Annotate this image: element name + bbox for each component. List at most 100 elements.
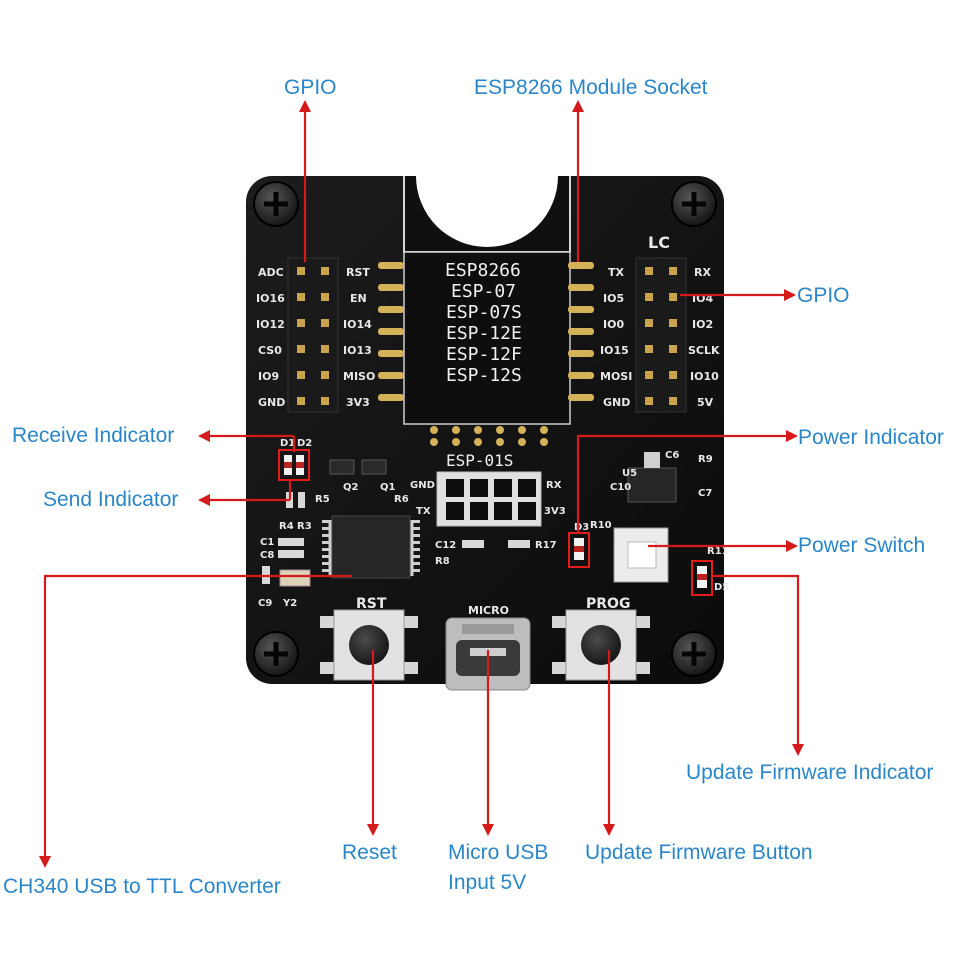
component-label: C9 (258, 598, 272, 609)
component-label: U5 (622, 468, 637, 479)
crystal (279, 569, 311, 587)
component-label: D3 (574, 522, 589, 533)
power-indicator-label: Power Indicator (798, 426, 944, 449)
socket-pins-right (568, 262, 594, 401)
right-header-inner-label: GND (603, 396, 630, 409)
usb-label: MICRO (468, 604, 509, 617)
module-socket (403, 176, 571, 425)
right-header-outer-label: RX (694, 266, 711, 279)
rx-tx-leds (284, 455, 304, 475)
micro-usb-label-line1: Micro USB (448, 841, 549, 864)
component-label: R6 (394, 494, 409, 505)
module-name: ESP-12E (446, 323, 522, 344)
component-label: R11 (707, 546, 729, 557)
board-logo: LC (648, 233, 670, 252)
esp01s-pin-label: 3V3 (544, 506, 566, 517)
component-label: C6 (665, 450, 679, 461)
component-label: C8 (260, 550, 274, 561)
component-label: D1 (280, 438, 295, 449)
power-switch-label: Power Switch (798, 534, 926, 557)
right-header-inner-label: IO5 (603, 292, 624, 305)
right-header-inner-label: IO15 (600, 344, 629, 357)
component-label: Q2 (343, 482, 359, 493)
right-header-outer-label: IO2 (692, 318, 713, 331)
component-label: R4 (279, 521, 294, 532)
module-name: ESP-07 (451, 281, 516, 302)
left-header-outer-label: IO16 (256, 292, 285, 305)
left-header-outer-label: CS0 (258, 344, 282, 357)
update-button-label: Update Firmware Button (585, 841, 813, 864)
screw-icon (671, 631, 717, 677)
left-header-outer-label: ADC (258, 266, 284, 279)
screw-icon (253, 181, 299, 227)
left-header-inner-label: IO13 (343, 344, 372, 357)
passives (462, 540, 530, 548)
esp01s-pin-label: GND (410, 480, 435, 491)
left-header-inner-label: MISO (343, 370, 375, 383)
rst-button[interactable] (320, 609, 418, 681)
component-label: R17 (535, 540, 557, 551)
component-label: C10 (610, 482, 631, 493)
left-header-inner-label: 3V3 (346, 396, 370, 409)
left-header-outer-label: IO9 (258, 370, 279, 383)
component-label: C1 (260, 537, 274, 548)
component-label: D5 (714, 582, 729, 593)
component-label: C7 (698, 488, 712, 499)
receive-indicator-label: Receive Indicator (12, 424, 175, 447)
component-label: C12 (435, 540, 456, 551)
esp01s-title: ESP-01S (446, 451, 513, 470)
esp01s-pin-label: TX (416, 506, 431, 517)
module-name: ESP8266 (445, 260, 521, 281)
ch340-chip (322, 515, 420, 579)
component-label: R8 (435, 556, 450, 567)
screw-icon (671, 181, 717, 227)
transistors (329, 459, 387, 475)
rst-button-label: RST (356, 596, 387, 612)
component-label: R9 (698, 454, 713, 465)
left-header-outer-label: GND (258, 396, 285, 409)
screw-icon (253, 631, 299, 677)
module-name: ESP-07S (446, 302, 522, 323)
component-label: R5 (315, 494, 330, 505)
left-header-outer-label: IO12 (256, 318, 285, 331)
micro-usb-label-line2: Input 5V (448, 871, 527, 894)
prog-button-label: PROG (586, 596, 630, 612)
right-header-inner-label: MOSI (600, 370, 632, 383)
regulator (627, 452, 677, 503)
esp01s-socket (436, 471, 542, 527)
component-label: R3 (297, 521, 312, 532)
callout-arrows (39, 100, 804, 868)
component-label: D2 (297, 438, 312, 449)
module-socket-label: ESP8266 Module Socket (474, 76, 708, 99)
right-header-outer-label: 5V (697, 396, 714, 409)
right-gpio-header (635, 257, 687, 413)
reset-label: Reset (342, 841, 397, 864)
update-led-highlight (691, 560, 713, 596)
right-header-inner-label: IO0 (603, 318, 624, 331)
power-led (574, 538, 584, 560)
left-header-inner-label: RST (346, 266, 370, 279)
left-gpio-header (287, 257, 339, 413)
gpio-left-label: GPIO (284, 76, 337, 99)
right-header-inner-label: TX (608, 266, 625, 279)
component-label: Q1 (380, 482, 396, 493)
esp01s-pin-label: RX (546, 480, 562, 491)
left-header-inner-label: EN (350, 292, 367, 305)
socket-pins-bottom (430, 426, 548, 446)
right-header-outer-label: SCLK (688, 344, 720, 357)
gpio-right-label: GPIO (797, 284, 850, 307)
component-label: Y2 (282, 598, 297, 609)
module-name: ESP-12S (446, 365, 522, 386)
update-indicator-label: Update Firmware Indicator (686, 761, 934, 784)
module-name: ESP-12F (446, 344, 522, 365)
component-label: R10 (590, 520, 612, 531)
socket-pins-left (378, 262, 404, 401)
update-led (697, 566, 707, 588)
send-indicator-label: Send Indicator (43, 488, 179, 511)
prog-button[interactable] (552, 609, 650, 681)
power-switch[interactable] (613, 527, 669, 583)
ch340-label: CH340 USB to TTL Converter (3, 875, 281, 898)
right-header-outer-label: IO10 (690, 370, 719, 383)
